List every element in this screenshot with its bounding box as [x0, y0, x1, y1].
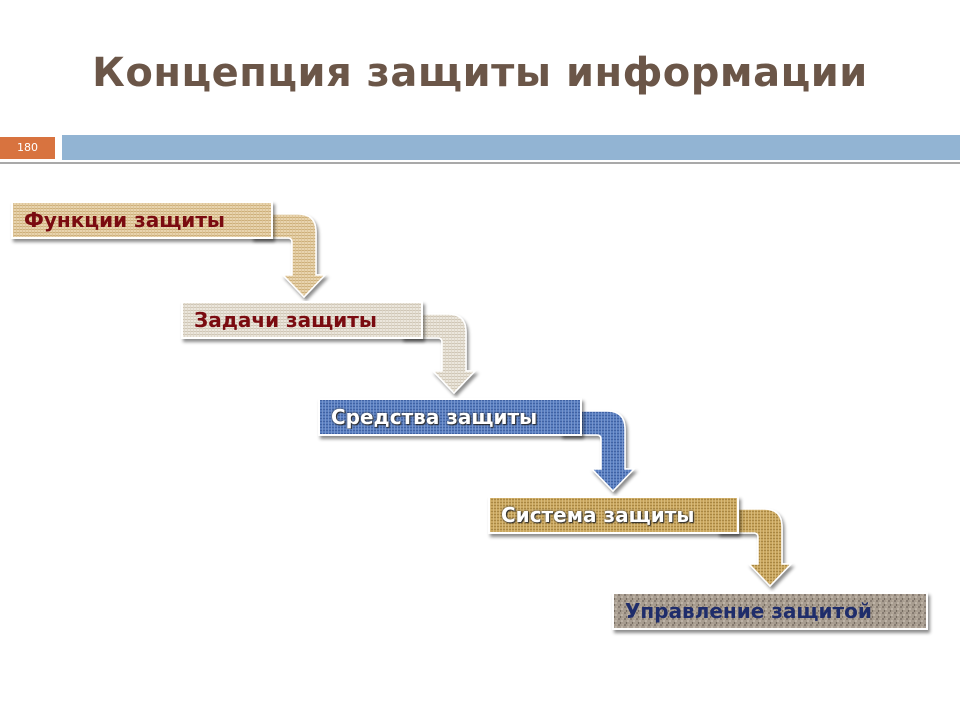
slide-title: Концепция защиты информации — [92, 50, 868, 96]
step-label-1: Функции защиты — [24, 208, 225, 232]
header-bar — [62, 135, 960, 160]
step-label-4: Система защиты — [501, 503, 695, 527]
step-label-5: Управление защитой — [625, 599, 872, 623]
step-box-2 — [181, 301, 423, 339]
step-label-3: Средства защиты — [331, 405, 538, 429]
step-box-4 — [488, 496, 739, 534]
step-box-3 — [318, 398, 582, 436]
step-box-1 — [11, 201, 273, 239]
step-label-2: Задачи защиты — [194, 308, 377, 332]
step-box-5 — [612, 592, 928, 630]
header-rule — [0, 162, 960, 164]
slide-number: 180 — [0, 137, 55, 159]
